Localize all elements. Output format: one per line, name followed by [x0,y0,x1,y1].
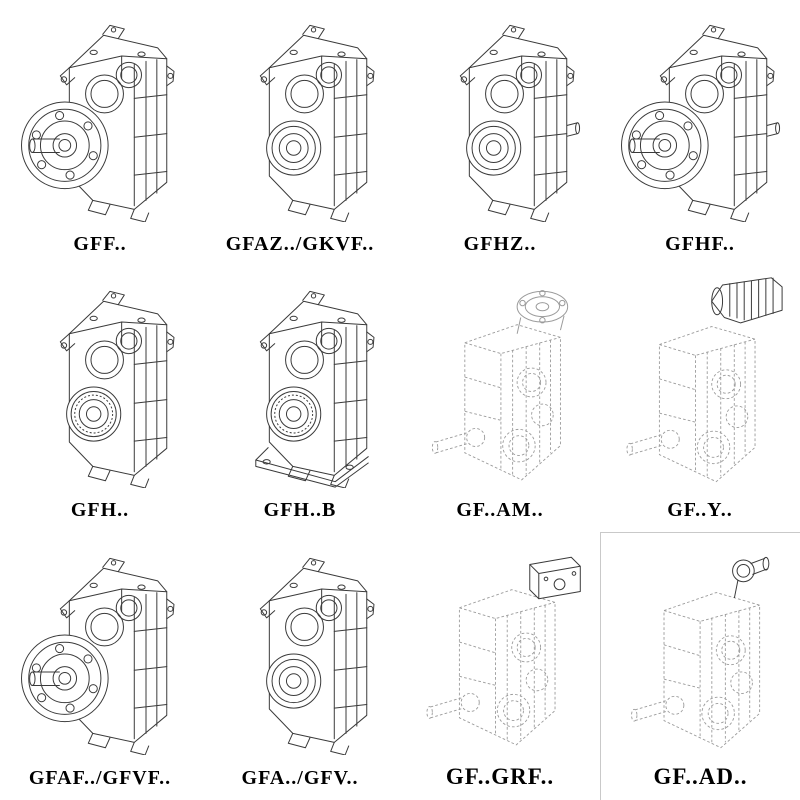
model-label: GFAF../GFVF.. [28,767,172,789]
gearbox-cell: GFHF.. [600,0,800,266]
gearbox-art [400,266,600,497]
gearbox-with-mounted-motor-drawing [626,276,783,482]
gearbox-cell: GFAZ../GKVF.. [200,0,400,266]
model-label: GF..AM.. [456,499,544,521]
gearbox-art [200,0,400,231]
gearbox-with-motor-adapter-flange-drawing [431,289,569,480]
model-label: GF..Y.. [667,499,733,521]
gearbox-art [200,266,400,497]
flange-output-gearbox-drawing [21,557,175,755]
gearbox-cell: GFAF../GFVF.. [0,532,200,800]
gearbox-art [400,0,600,231]
gearbox-cell: GFHZ.. [400,0,600,266]
model-label: GFF.. [73,233,127,255]
foot-mounted-gearbox-drawing [255,290,375,488]
flange-output-gearbox-drawing [21,24,175,222]
model-label: GF..AD.. [653,764,748,789]
gearbox-cell: GFF.. [0,0,200,266]
gearbox-cell: GF..AD.. [600,532,800,800]
flange-output-gearbox-drawing [621,24,781,222]
gearbox-art [0,0,200,231]
gearbox-cell: GFA../GFV.. [200,532,400,800]
gearbox-art [600,0,800,231]
gearbox-with-input-shaft-adapter-drawing [630,556,769,748]
solid-shaft-gearbox-drawing [59,290,175,488]
model-label: GFHF.. [665,233,735,255]
gearbox-cell: GF..Y.. [600,266,800,532]
gearbox-cell: GFH..B [200,266,400,532]
gearbox-cell: GF..AM.. [400,266,600,532]
hollow-shaft-gearbox-drawing [459,24,581,222]
gearbox-art [400,532,600,762]
gearbox-cell: GF..GRF.. [400,532,600,800]
model-label: GFA../GFV.. [241,767,359,789]
model-label: GFHZ.. [463,233,537,255]
gearbox-with-adapter-box-drawing [426,556,581,746]
hollow-shaft-gearbox-drawing [259,557,375,755]
model-label: GFAZ../GKVF.. [225,233,375,255]
gearbox-art [601,533,800,762]
gearbox-art [600,266,800,497]
gearbox-art [0,266,200,497]
gearbox-art [200,532,400,765]
gearbox-cell: GFH.. [0,266,200,532]
hollow-shaft-gearbox-drawing [259,24,375,222]
model-label: GFH..B [263,499,337,521]
gearbox-art [0,532,200,765]
model-label: GFH.. [70,499,130,521]
model-label: GF..GRF.. [445,764,555,789]
